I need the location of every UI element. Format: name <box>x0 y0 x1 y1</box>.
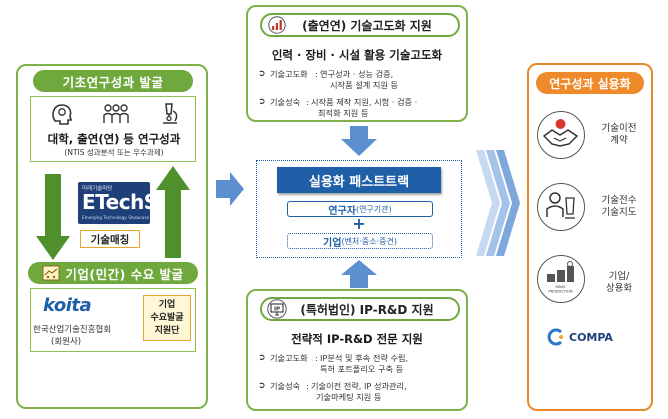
researcher-label: 연구자(연구기관) <box>287 201 433 217</box>
researcher-sub: (연구기관) <box>355 204 392 214</box>
tech-guidance-line-2: 기술지도 <box>601 207 637 218</box>
etechs-tagline: Emerging Technology Showcase <box>82 215 150 220</box>
research-results-box: 대학, 출연(연) 등 연구성과 (NTIS 성과분석 또는 우수과제) <box>30 96 196 162</box>
growth-chart-icon <box>268 16 286 34</box>
up-arrow-icon <box>156 166 190 258</box>
ip-rnd-card: IP (특허법인) IP-R&D 지원 전략적 IP-R&D 전문 지원 ➲ 기… <box>246 289 468 411</box>
handshake-money-icon <box>42 265 60 281</box>
mass-production-text-1: MASS <box>555 285 566 289</box>
bullet-arrow-icon: ➲ <box>258 381 266 391</box>
tech-upgrade-item-2-label: 기술성숙 <box>270 97 301 107</box>
bullet-arrow-icon: ➲ <box>258 69 266 79</box>
ntis-note: (NTIS 성과분석 또는 우수과제) <box>64 148 164 157</box>
commercialization-panel: 연구성과 실용화 기술이전 계약 기술전수 기술지도 MASS <box>527 63 653 411</box>
left-to-center-arrow-icon <box>216 172 244 206</box>
koita-org-name: 한국산업기술진흥협회 <box>33 325 112 335</box>
company-sub: (벤처·중소·중견) <box>341 236 397 246</box>
tech-guidance-label: 기술전수 기술지도 <box>591 195 647 219</box>
tech-upgrade-subtitle: 인력 · 장비 · 시설 활용 기술고도화 <box>271 48 443 62</box>
ip-rnd-item-2-label: 기술성숙 <box>270 381 301 391</box>
demand-team-line-3: 지원단 <box>154 326 180 336</box>
mass-production-icon: MASS PRODUCTION <box>537 255 585 303</box>
plus-sign: + <box>352 214 366 233</box>
fasttrack-box: 실용화 패스트트랙 연구자(연구기관) + 기업(벤처·중소·중견) <box>256 160 462 258</box>
company-text: 기업 <box>323 237 342 249</box>
compa-logo: COMPA <box>547 327 647 347</box>
basic-research-panel: 기초연구성과 발굴 대학, 출연(연) 등 연구성과 (NTIS 성과분석 또는… <box>16 64 208 409</box>
tech-matching-label: 기술매칭 <box>80 230 140 248</box>
tech-upgrade-item-1-line-1: 연구성과 · 성능 검증, <box>320 69 394 79</box>
compa-logo-text: COMPA <box>569 330 613 344</box>
bullet-arrow-icon: ➲ <box>258 353 266 363</box>
tech-upgrade-item-2-line-2: 최적화 지원 등 <box>318 108 369 118</box>
down-arrow-icon <box>36 174 70 260</box>
basic-research-title: 기초연구성과 발굴 <box>33 70 193 92</box>
tech-upgrade-card: (출연연) 기술고도화 지원 인력 · 장비 · 시설 활용 기술고도화 ➲ 기… <box>246 5 468 122</box>
researcher-text: 연구자 <box>328 205 356 217</box>
ip-rnd-title-text: (특허법인) IP-R&D 지원 <box>300 302 434 317</box>
ip-rnd-item-1-line-2: 특허 포트폴리오 구축 등 <box>320 364 404 374</box>
people-group-icon <box>103 104 129 123</box>
compa-logo-mark-icon <box>547 328 563 346</box>
tech-upgrade-title: (출연연) 기술고도화 지원 <box>260 13 460 37</box>
ip-badge-text: IP <box>274 307 280 313</box>
commercialization-label: 기업/ 상용화 <box>591 271 647 295</box>
tech-upgrade-item-2-line-1: 시작품 제작 지원, 시험 · 검증 · <box>311 97 418 107</box>
commercialization-line-1: 기업/ <box>608 271 630 282</box>
mass-production-text-2: PRODUCTION <box>548 290 572 294</box>
commercialization-line-2: 상용화 <box>605 283 633 294</box>
tech-guidance-line-1: 기술전수 <box>601 195 637 206</box>
koita-logo: koita <box>43 295 92 316</box>
koita-member-note: (회원사) <box>51 337 82 347</box>
demand-box: koita 한국산업기술진흥협회 (회원사) 기업 수요발굴 지원단 <box>30 288 196 352</box>
tech-transfer-line-2: 계약 <box>610 135 628 146</box>
bottom-to-center-arrow-icon <box>341 260 377 288</box>
company-label: 기업(벤처·중소·중견) <box>287 233 433 249</box>
microscope-icon <box>163 103 178 124</box>
etechs-logo-text: ETechS <box>82 190 158 214</box>
center-to-right-chevrons-icon <box>476 150 520 256</box>
tech-upgrade-title-text: (출연연) 기술고도화 지원 <box>302 18 432 33</box>
demand-team-line-1: 기업 <box>158 300 176 310</box>
tech-transfer-label: 기술이전 계약 <box>591 123 647 147</box>
etechs-logo: 미래기술마당 ETechS Emerging Technology Showca… <box>78 182 158 224</box>
commercialization-title: 연구성과 실용화 <box>536 72 644 94</box>
ip-rnd-item-1-line-1: IP분석 및 후속 전략 수립, <box>320 353 409 363</box>
research-results-text: 대학, 출연(연) 등 연구성과 <box>47 132 181 146</box>
tech-upgrade-item-1-label: 기술고도화 <box>270 69 308 79</box>
fasttrack-title: 실용화 패스트트랙 <box>277 167 441 193</box>
tech-transfer-line-1: 기술이전 <box>601 123 637 134</box>
tech-guidance-icon <box>537 183 585 231</box>
ip-rnd-title: IP (특허법인) IP-R&D 지원 <box>260 297 460 321</box>
demand-support-team-badge: 기업 수요발굴 지원단 <box>143 295 191 341</box>
ip-rnd-item-2-line-2: 기술마케팅 지원 등 <box>316 392 382 402</box>
ip-monitor-icon: IP <box>267 299 287 319</box>
ip-rnd-item-1-label: 기술고도화 <box>270 353 308 363</box>
tech-upgrade-item-1-line-2: 시작품 설계 지원 등 <box>330 80 399 90</box>
company-demand-title-text: 기업(민간) 수요 발굴 <box>65 266 184 282</box>
brain-head-icon <box>52 104 73 125</box>
bullet-arrow-icon: ➲ <box>258 97 266 107</box>
top-to-center-arrow-icon <box>341 126 377 156</box>
demand-team-line-2: 수요발굴 <box>150 313 184 323</box>
ip-rnd-subtitle: 전략적 IP-R&D 전문 지원 <box>291 332 423 346</box>
ip-rnd-item-2-line-1: 기술이전 전략, IP 성과관리, <box>311 381 407 391</box>
tech-transfer-icon <box>537 111 585 159</box>
company-demand-title: 기업(민간) 수요 발굴 <box>28 262 198 284</box>
etechs-small-text: 미래기술마당 <box>82 186 113 192</box>
